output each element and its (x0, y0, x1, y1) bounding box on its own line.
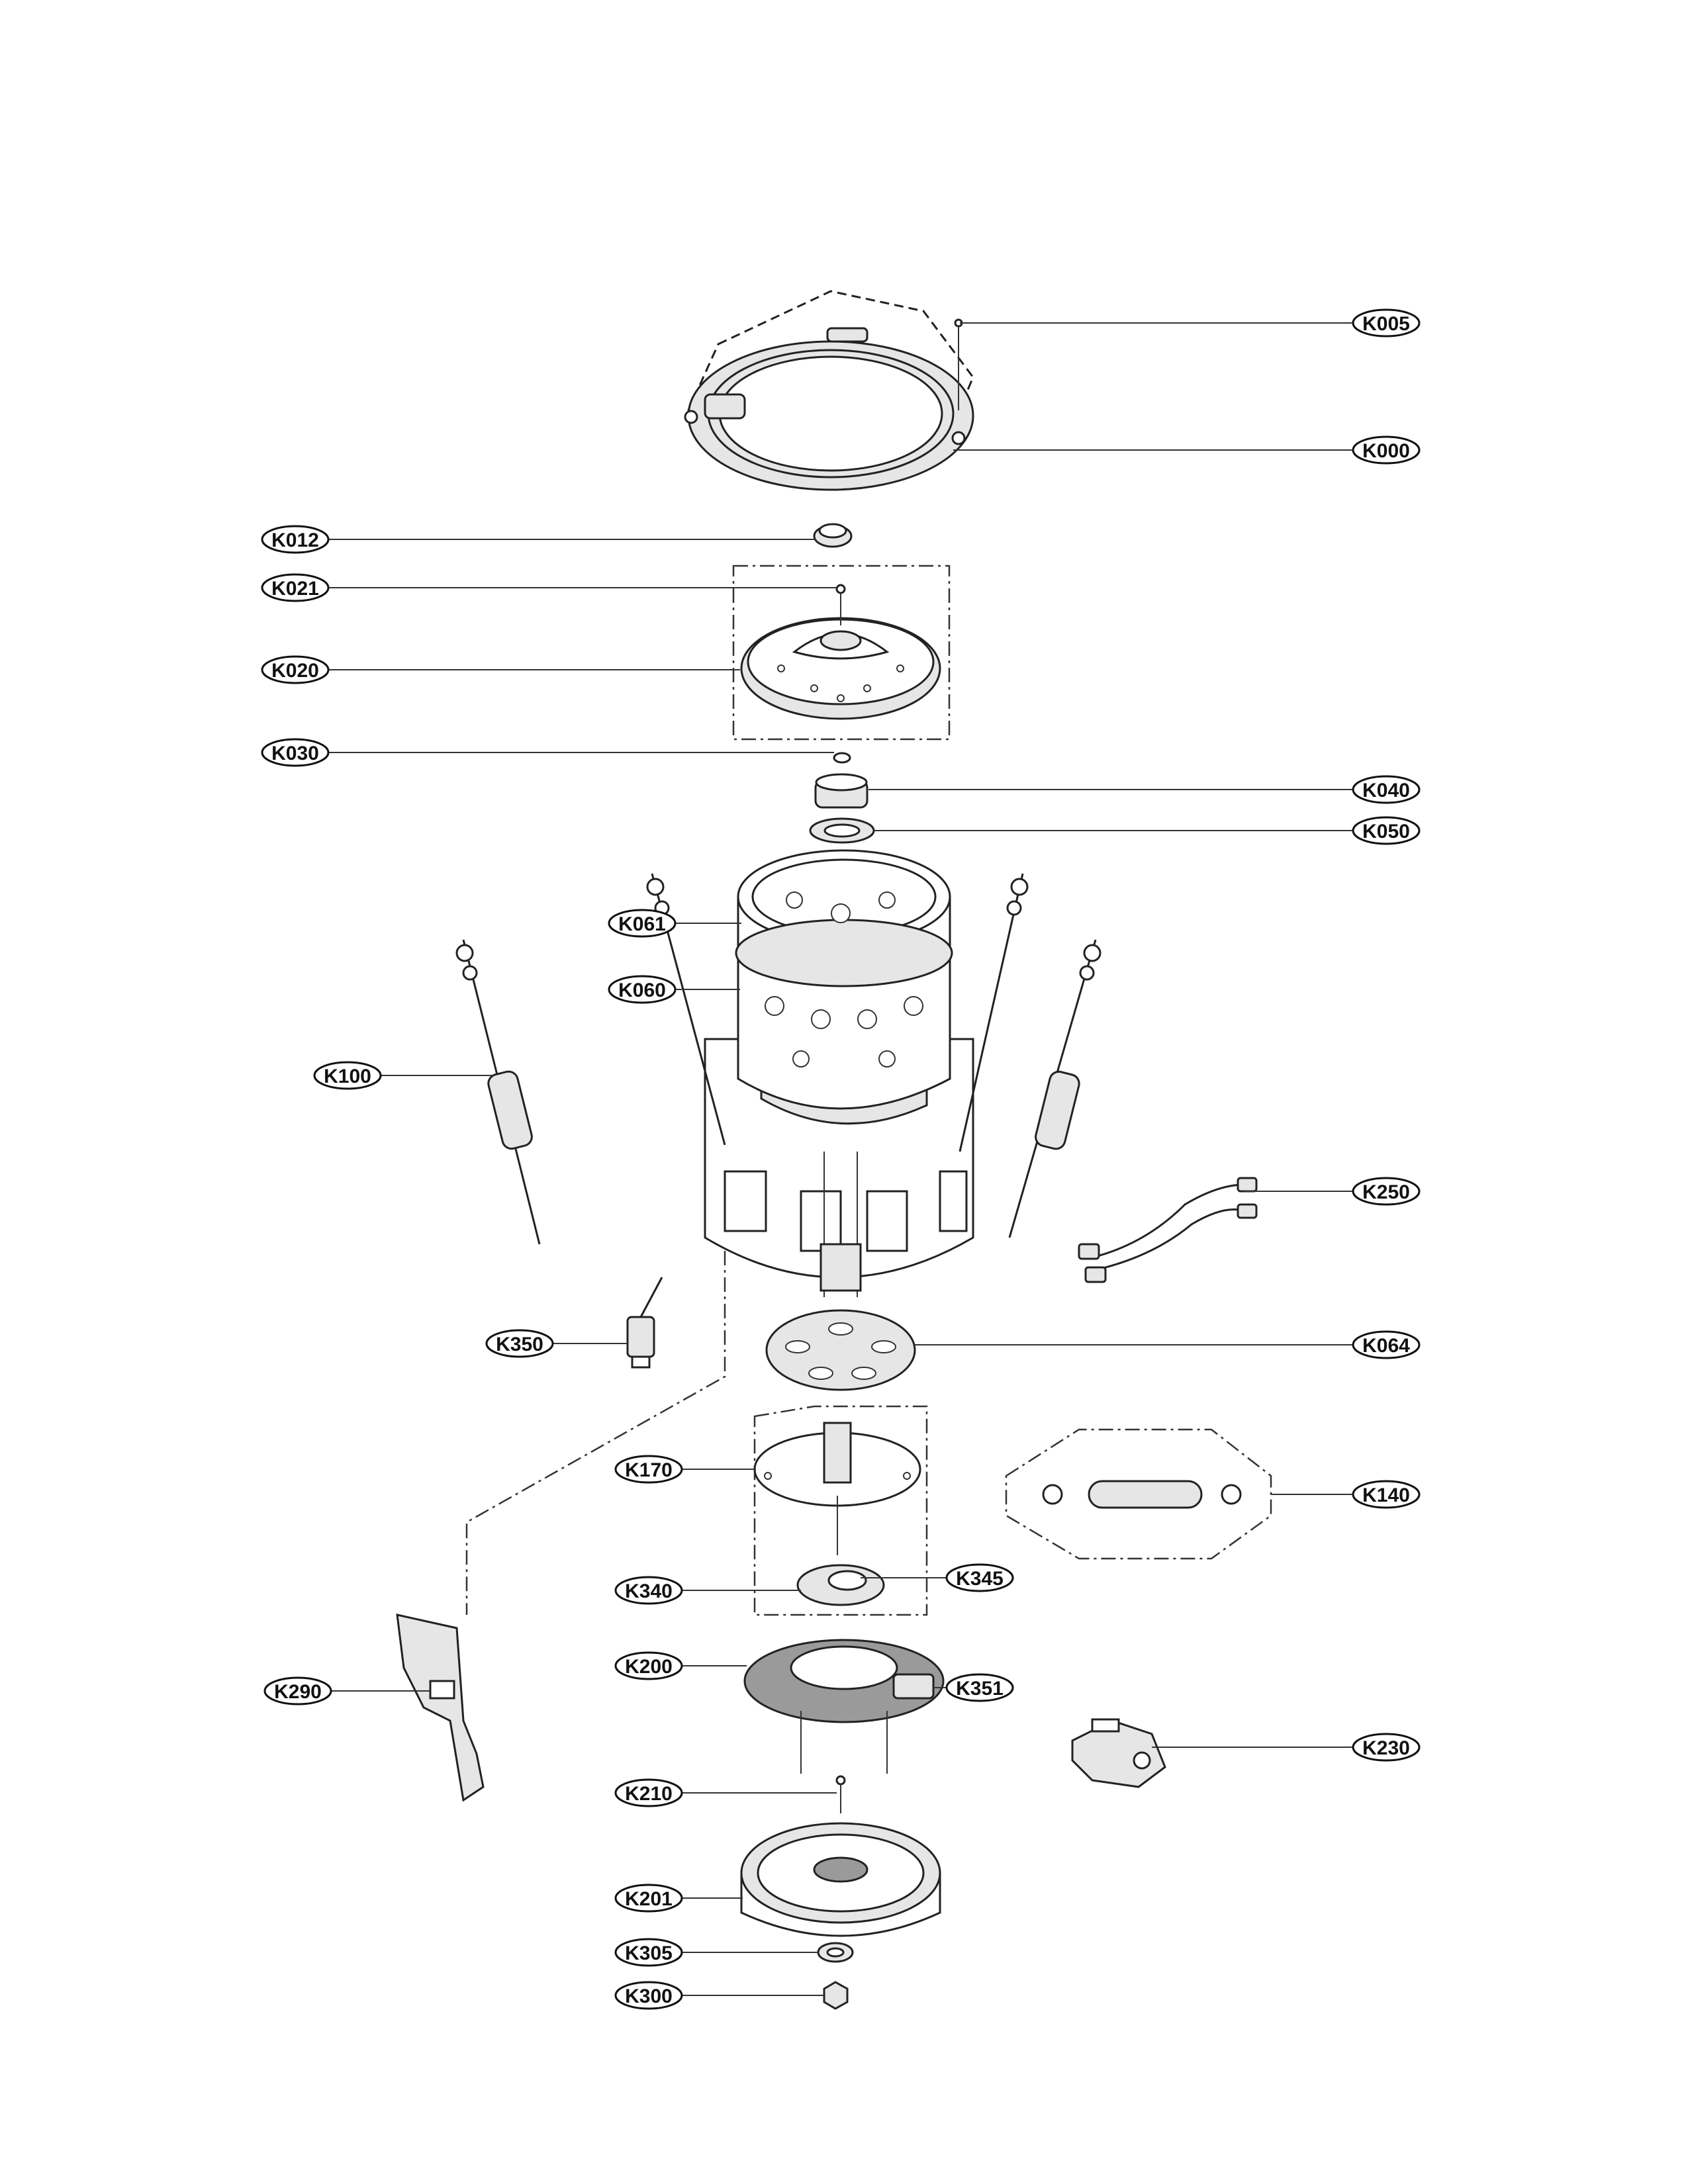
callout-k345: K345 (945, 1563, 1014, 1592)
callout-k020: K020 (261, 655, 330, 684)
callout-k201: K201 (614, 1884, 683, 1913)
callout-k140: K140 (1352, 1480, 1421, 1509)
callout-k290: K290 (263, 1676, 332, 1706)
plate-drawing (765, 1309, 916, 1391)
callout-k064: K064 (1352, 1330, 1421, 1359)
callout-label: K021 (271, 578, 319, 600)
sensor-drawing (626, 1277, 663, 1369)
callout-label: K012 (271, 529, 319, 551)
wire-harness-drawing (1078, 1177, 1258, 1283)
hub-nut-drawing (814, 773, 868, 809)
callout-k300: K300 (614, 1981, 683, 2010)
callout-label: K064 (1362, 1335, 1410, 1357)
callout-label: K050 (1362, 821, 1410, 842)
callout-k005: K005 (1352, 308, 1421, 338)
callout-label: K100 (324, 1066, 371, 1087)
bracket-drawing (396, 1614, 485, 1802)
callout-k210: K210 (614, 1778, 683, 1807)
guide-line (465, 1251, 726, 1615)
leader-lines (328, 322, 1354, 1996)
callout-label: K351 (956, 1678, 1004, 1700)
callout-k340: K340 (614, 1576, 683, 1605)
callout-k351: K351 (945, 1673, 1014, 1702)
callout-k200: K200 (614, 1651, 683, 1680)
suspension-rods-drawing (455, 873, 1102, 1245)
hose-drawing (1005, 1428, 1272, 1560)
cap-drawing (813, 523, 853, 548)
drum-tub-drawing (704, 849, 974, 1297)
callout-label: K020 (271, 660, 319, 682)
rotor-washer-drawing (817, 1942, 854, 1963)
callout-label: K340 (625, 1580, 673, 1602)
callout-label: K305 (625, 1942, 673, 1964)
callout-k350: K350 (485, 1329, 554, 1358)
callout-label: K005 (1362, 313, 1410, 335)
callout-label: K290 (274, 1681, 322, 1703)
callout-k230: K230 (1352, 1733, 1421, 1762)
stator-drawing (743, 1639, 945, 1774)
callout-label: K345 (956, 1568, 1004, 1590)
callout-label: K040 (1362, 780, 1410, 801)
callout-label: K200 (625, 1656, 673, 1678)
callout-label: K201 (625, 1888, 673, 1910)
rotor-drawing (740, 1822, 941, 1937)
callout-k250: K250 (1352, 1177, 1421, 1206)
callout-label: K170 (625, 1459, 673, 1481)
callout-k021: K021 (261, 573, 330, 602)
callout-k012: K012 (261, 525, 330, 554)
washer-drawing (833, 752, 851, 764)
callout-k000: K000 (1352, 435, 1421, 465)
callout-label: K250 (1362, 1181, 1410, 1203)
callout-label: K230 (1362, 1737, 1410, 1759)
callout-k060: K060 (608, 975, 677, 1004)
callout-label: K030 (271, 743, 319, 764)
rotor-nut-drawing (823, 1981, 849, 2010)
callout-k100: K100 (313, 1061, 382, 1090)
callout-k050: K050 (1352, 816, 1421, 845)
callout-k061: K061 (608, 909, 677, 938)
gasket-drawing (809, 817, 875, 844)
bearing-housing-drawing (753, 1405, 928, 1616)
callout-k305: K305 (614, 1938, 683, 1967)
tub-cover-drawing (684, 290, 974, 491)
motor-sensor-drawing (1071, 1718, 1166, 1788)
callout-label: K300 (625, 1985, 673, 2007)
screw-drawing (954, 318, 963, 410)
callout-k170: K170 (614, 1455, 683, 1484)
callout-label: K000 (1362, 440, 1410, 462)
rotor-bolt-drawing (835, 1775, 846, 1813)
pulsator-drawing (732, 565, 951, 741)
callout-k030: K030 (261, 738, 330, 767)
callout-label: K210 (625, 1783, 673, 1805)
callout-label: K350 (496, 1334, 543, 1355)
callout-label: K060 (618, 979, 666, 1001)
callout-label: K140 (1362, 1484, 1410, 1506)
bolt-drawing (835, 584, 846, 625)
callout-label: K061 (618, 913, 666, 935)
callout-k040: K040 (1352, 775, 1421, 804)
